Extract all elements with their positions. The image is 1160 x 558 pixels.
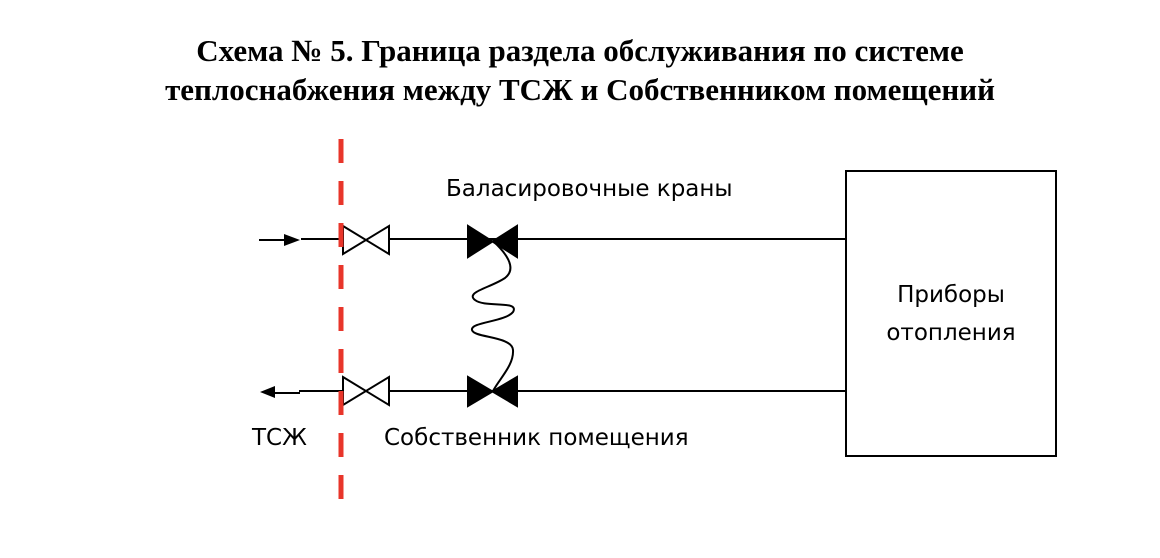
balancing-valves-label: Баласировочные краны — [446, 176, 733, 202]
diagram-title-line-2: теплоснабжения между ТСЖ и Собственником… — [165, 72, 995, 107]
diagram-title-line-1: Схема № 5. Граница раздела обслуживания … — [196, 33, 964, 68]
owner-label: Собственник помещения — [384, 425, 689, 451]
balancing-valve-return-icon — [467, 375, 518, 408]
hoa-label: ТСЖ — [252, 425, 307, 451]
heating-devices-label: Приборы отопления — [886, 281, 1016, 346]
shutoff-valve-return-icon — [342, 375, 390, 407]
capillary-tube — [471, 240, 515, 392]
supply-arrow-icon — [284, 234, 300, 246]
shutoff-valve-supply-icon — [342, 224, 390, 256]
balancing-valve-supply-icon — [467, 224, 518, 259]
heating-devices-box: Приборы отопления — [845, 170, 1057, 457]
return-arrow-icon — [260, 386, 275, 398]
